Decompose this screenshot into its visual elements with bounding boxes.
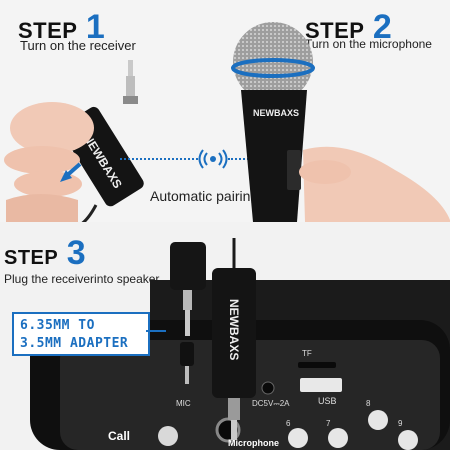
label-knob7: 7 [326, 419, 331, 428]
jack-shaft [126, 76, 135, 96]
step3-number: 3 [66, 234, 86, 272]
jack-tip [128, 60, 133, 76]
label-power: DC5V⎓2A [252, 399, 290, 408]
label-knob6: 6 [286, 419, 291, 428]
label-mic: MIC [176, 399, 191, 408]
mic-hand [303, 146, 450, 222]
plugged-jack-collar [228, 398, 240, 420]
adapter-pointer-line [146, 330, 166, 332]
tf-slot [298, 362, 336, 368]
mic-thumb [299, 160, 351, 184]
arrow-left-icon [60, 162, 82, 182]
plugged-jack-tip [231, 420, 237, 440]
label-call: Call [108, 429, 130, 443]
knob-7 [328, 428, 348, 448]
jack-collar [123, 96, 138, 104]
step1-number: 1 [85, 8, 105, 46]
step1-caption: Turn on the receiver [20, 38, 136, 53]
step1-word: STEP [18, 18, 78, 43]
step3-heading: STEP 3 [4, 234, 86, 272]
ghost-jack-tip [185, 310, 190, 336]
adapter-line2: 3.5MM ADAPTER [20, 336, 129, 351]
label-microphone: Microphone [228, 438, 279, 448]
label-knob8: 8 [366, 399, 371, 408]
step3-word: STEP [4, 247, 59, 269]
knob-9 [398, 430, 418, 450]
wireless-signal-icon [198, 149, 228, 169]
label-usb: USB [318, 396, 337, 406]
mic-blue-ring [231, 58, 315, 78]
step2-heading: STEP 2 [305, 8, 392, 46]
receiver-ghost [170, 242, 206, 290]
label-knob9: 9 [398, 419, 403, 428]
adapter-pin [185, 366, 189, 384]
usb-port [300, 378, 342, 392]
knob-6 [288, 428, 308, 448]
step2-word: STEP [305, 18, 365, 43]
receiver-main-brand: NEWBAXS [227, 299, 241, 360]
adapter-label-box: 6.35MM TO 3.5MM ADAPTER [12, 312, 150, 356]
pairing-line-left [120, 158, 198, 160]
adapter-body [180, 342, 194, 366]
mic-switch-panel [287, 150, 301, 190]
label-tf: TF [302, 349, 312, 358]
receiver-plugged-illustration: NEWBAXS [170, 238, 256, 440]
dc-port [261, 381, 275, 395]
receiver-hand-illustration: NEWBAXS [4, 60, 144, 225]
adapter-line1: 6.35MM TO [20, 318, 95, 333]
knob-call [158, 426, 178, 446]
hand-top [10, 102, 94, 154]
knob-8 [368, 410, 388, 430]
ghost-jack-collar [183, 290, 192, 310]
pairing-label: Automatic pairing [150, 188, 259, 204]
step2-caption: Turn on the microphone [305, 37, 432, 51]
step1-heading: STEP 1 [18, 8, 105, 46]
step3-caption: Plug the receiverinto speaker [4, 272, 160, 286]
receiver-main [212, 268, 256, 398]
microphone-illustration: NEWBAXS [231, 22, 450, 222]
mic-brand: NEWBAXS [253, 108, 299, 118]
step2-number: 2 [372, 8, 392, 46]
